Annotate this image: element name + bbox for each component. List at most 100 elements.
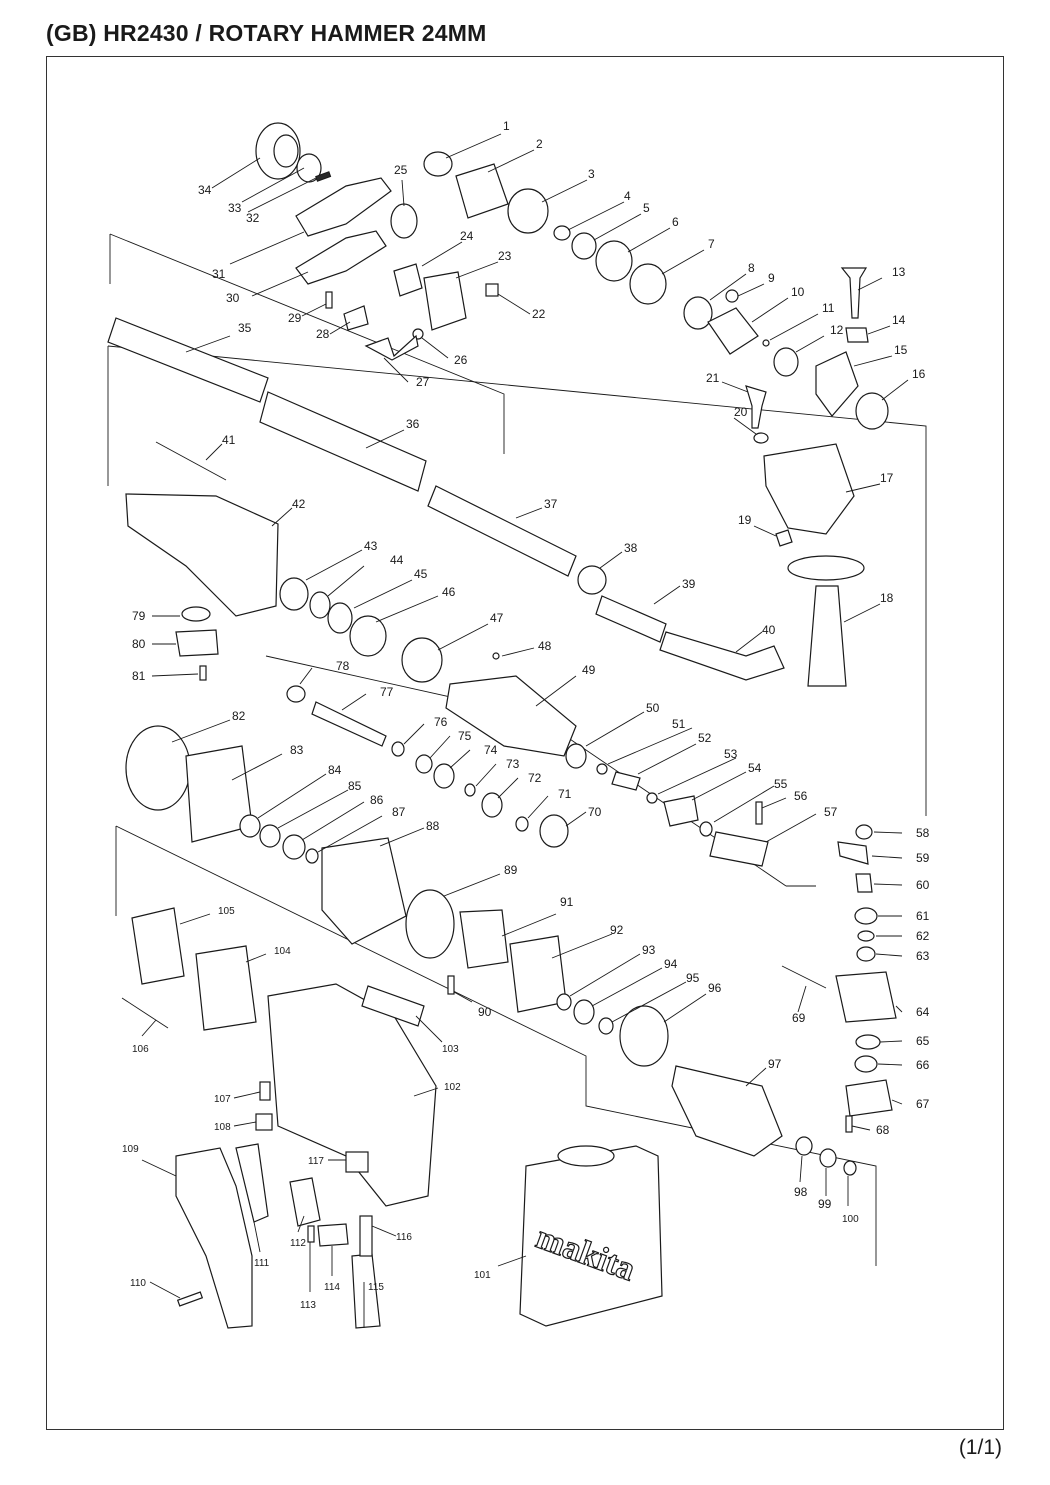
part-label-91: 91 xyxy=(560,895,574,909)
part-label-98: 98 xyxy=(794,1185,808,1199)
ring-part-62 xyxy=(857,930,875,942)
shaft-part-49 xyxy=(445,675,577,757)
part-label-77: 77 xyxy=(380,685,394,699)
nut-part-19 xyxy=(775,529,793,547)
part-label-58: 58 xyxy=(916,826,930,840)
part-label-116: 116 xyxy=(396,1232,412,1243)
clamp-part-24 xyxy=(393,263,423,297)
pin-part-32 xyxy=(315,171,332,182)
part-label-25: 25 xyxy=(394,163,408,177)
screw-part-29 xyxy=(325,291,333,309)
part-label-59: 59 xyxy=(916,851,930,865)
part-label-93: 93 xyxy=(642,943,656,957)
part-label-109: 109 xyxy=(122,1144,139,1155)
ring-part-95 xyxy=(598,1017,614,1035)
part-label-21: 21 xyxy=(706,371,720,385)
part-label-86: 86 xyxy=(370,793,384,807)
collar-part-58 xyxy=(855,824,873,840)
ball-part-9 xyxy=(725,289,739,303)
gear-part-70 xyxy=(539,814,569,848)
part-number-labels: 1 2 3 4 5 6 7 8 9 10 11 12 13 14 15 16 1… xyxy=(122,119,930,1311)
sleeve-part-2 xyxy=(455,163,509,219)
part-label-14: 14 xyxy=(892,313,906,327)
pin-part-48 xyxy=(492,652,500,660)
part-label-89: 89 xyxy=(504,863,518,877)
part-label-33: 33 xyxy=(228,201,242,215)
screw-part-69 xyxy=(781,965,827,989)
capacitor-part-117 xyxy=(345,1151,369,1173)
bracket-part-64 xyxy=(835,971,897,1023)
washer-part-20 xyxy=(753,432,769,444)
armature-part-97 xyxy=(671,1065,783,1157)
bolt-part-13 xyxy=(840,267,868,319)
part-label-15: 15 xyxy=(894,343,908,357)
case-part-101: makita xyxy=(519,1145,663,1327)
part-label-105: 105 xyxy=(218,906,235,917)
part-label-8: 8 xyxy=(748,261,755,275)
part-label-1: 1 xyxy=(503,119,510,133)
part-label-117: 117 xyxy=(308,1156,324,1167)
part-label-92: 92 xyxy=(610,923,624,937)
part-label-107: 107 xyxy=(214,1094,231,1105)
part-label-45: 45 xyxy=(414,567,428,581)
part-label-16: 16 xyxy=(912,367,926,381)
part-label-62: 62 xyxy=(916,929,930,943)
ring-part-50 xyxy=(565,743,587,769)
ring-part-4 xyxy=(553,225,571,241)
bearing-part-63 xyxy=(856,946,876,962)
handle-part-109 xyxy=(175,1147,253,1329)
part-label-84: 84 xyxy=(328,763,342,777)
bearing-part-94 xyxy=(573,999,595,1025)
part-label-104: 104 xyxy=(274,946,291,957)
part-label-42: 42 xyxy=(292,497,306,511)
part-label-113: 113 xyxy=(300,1300,316,1311)
bearing-part-99 xyxy=(819,1148,837,1168)
clutch-part-72 xyxy=(481,792,503,818)
screw-part-106 xyxy=(121,997,169,1029)
chuck-cap-part-34 xyxy=(255,122,301,180)
part-label-83: 83 xyxy=(290,743,304,757)
part-label-96: 96 xyxy=(708,981,722,995)
brush-holder-part-105 xyxy=(131,907,185,985)
exploded-parts-diagram: makita xyxy=(107,119,930,1329)
part-label-6: 6 xyxy=(672,215,679,229)
part-label-12: 12 xyxy=(830,323,844,337)
bearing-part-85 xyxy=(259,824,281,848)
part-label-82: 82 xyxy=(232,709,246,723)
part-label-56: 56 xyxy=(794,789,808,803)
part-label-35: 35 xyxy=(238,321,252,335)
knob-part-28 xyxy=(343,305,369,331)
o-ring-part-79 xyxy=(181,606,211,622)
part-label-60: 60 xyxy=(916,878,930,892)
page-indicator: (1/1) xyxy=(958,1436,1002,1459)
part-label-17: 17 xyxy=(880,471,894,485)
ball-part-11 xyxy=(762,339,770,347)
part-label-31: 31 xyxy=(212,267,226,281)
part-label-28: 28 xyxy=(316,327,330,341)
ring-part-44 xyxy=(309,591,331,619)
o-ring-part-84 xyxy=(239,814,261,838)
part-label-44: 44 xyxy=(390,553,404,567)
part-label-112: 112 xyxy=(290,1238,306,1249)
part-label-23: 23 xyxy=(498,249,512,263)
nut-part-14 xyxy=(845,327,869,343)
rod-part-41 xyxy=(155,441,227,481)
ring-part-51 xyxy=(596,763,608,775)
pin-part-56 xyxy=(755,801,763,825)
part-label-19: 19 xyxy=(738,513,752,527)
part-label-7: 7 xyxy=(708,237,715,251)
shaft-part-77 xyxy=(311,701,387,747)
part-label-102: 102 xyxy=(444,1082,461,1093)
part-label-43: 43 xyxy=(364,539,378,553)
bearing-part-61 xyxy=(854,907,878,925)
ring-part-38 xyxy=(577,565,607,595)
part-label-32: 32 xyxy=(246,211,260,225)
crank-part-59 xyxy=(837,841,869,865)
page-title: (GB) HR2430 / ROTARY HAMMER 24MM xyxy=(46,20,487,46)
part-label-30: 30 xyxy=(226,291,240,305)
part-label-66: 66 xyxy=(916,1058,930,1072)
cylinder-part-36 xyxy=(259,391,427,492)
ring-part-76 xyxy=(391,741,405,757)
handle-cover-part-111 xyxy=(235,1143,269,1223)
part-label-50: 50 xyxy=(646,701,660,715)
